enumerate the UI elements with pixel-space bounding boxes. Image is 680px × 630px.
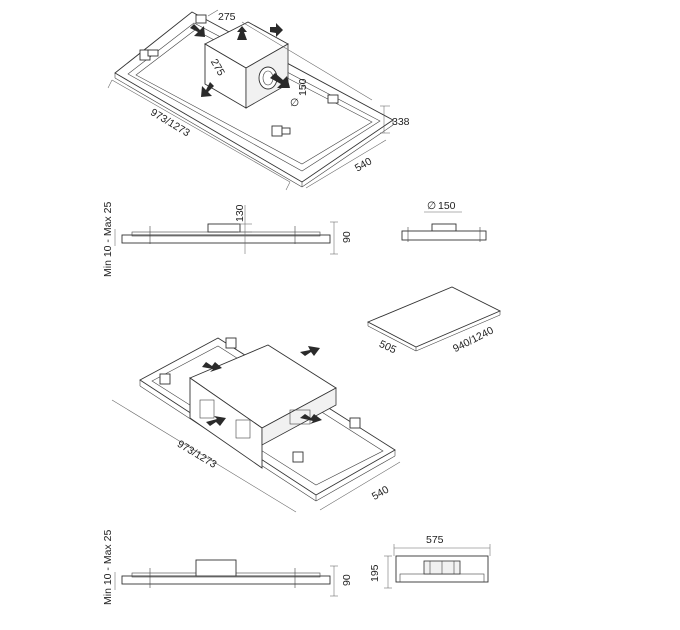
dim-body-height: 90 [341, 231, 353, 243]
dim-duct-width: 275 [218, 11, 236, 23]
hood-panel-inner [127, 22, 381, 172]
diameter-symbol-front: ∅ [427, 200, 436, 212]
mount-clip-bottom [159, 337, 361, 463]
dim-cutout-width: 505 [377, 338, 398, 356]
dim-depth-bottom: 540 [370, 484, 391, 503]
ceiling-cutout: 505 940/1240 [366, 286, 502, 356]
dim-length-bottom: 973/1273 [175, 438, 219, 471]
dim-height: 338 [392, 116, 410, 128]
dim-outlet-diameter: 150 [297, 78, 309, 96]
front-view-ducted: 575 195 [369, 534, 491, 589]
airflow-arrow-bottom [202, 346, 322, 426]
dim-outlet-front: 150 [438, 200, 456, 212]
diameter-symbol: ∅ [290, 97, 299, 109]
mount-clip [139, 14, 339, 137]
bottom-iso-view: 973/1273 540 [111, 337, 401, 513]
dim-front-width: 575 [426, 534, 444, 546]
airflow-arrow [190, 23, 290, 97]
side-view-recirc: Min 10 - Max 25 130 90 [102, 202, 353, 277]
front-view-recirc: ∅ 150 [401, 200, 487, 242]
dim-front-height: 195 [369, 564, 381, 582]
top-iso-view: 275 275 150 ∅ 973/1273 540 338 [107, 9, 410, 191]
ceiling-range-label: Min 10 - Max 25 [102, 202, 114, 277]
side-view-ducted: Min 10 - Max 25 90 [102, 530, 353, 605]
ceiling-range-label-ducted: Min 10 - Max 25 [102, 530, 114, 605]
motor-housing [189, 344, 337, 469]
dim-body-height-ducted: 90 [341, 574, 353, 586]
dim-plenum-height: 130 [234, 204, 246, 222]
